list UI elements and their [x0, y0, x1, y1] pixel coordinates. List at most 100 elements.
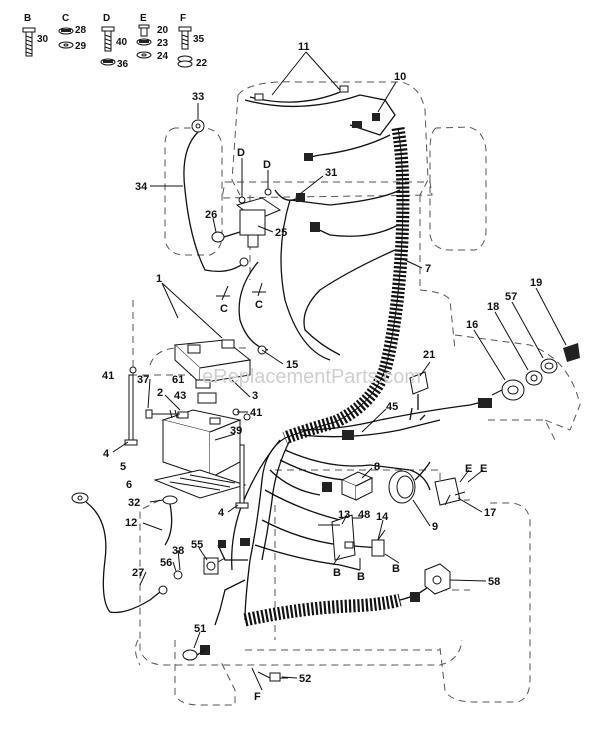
harness-loom-7	[282, 126, 410, 445]
switch-58	[424, 563, 451, 595]
hardware-ref-e: E	[465, 463, 472, 475]
hardware-ref-c: C	[255, 299, 263, 311]
hardware-ref-b: B	[392, 563, 400, 575]
callout-4-left: 4	[103, 448, 110, 460]
callout-25: 25	[275, 227, 287, 239]
callout-17: 17	[484, 507, 496, 519]
hardware-key-letter: D	[103, 13, 110, 24]
harness-loom-lower	[243, 593, 402, 627]
callout-41-right: 41	[250, 407, 262, 419]
part-number: 28	[75, 25, 87, 36]
connector-31	[274, 189, 305, 202]
nut-icon	[177, 55, 193, 68]
callout-labels: 11 10 33 34 26 25 31 1 15 7 37 2 61 43 3…	[102, 41, 542, 703]
callout-41-left: 41	[102, 370, 114, 382]
part-number: 22	[196, 58, 208, 69]
callout-16: 16	[466, 319, 478, 331]
solenoid-icon	[211, 170, 282, 301]
washer-icon	[58, 41, 74, 49]
part-number: 40	[116, 37, 128, 48]
relay-8	[340, 471, 374, 501]
hardware-key: B 30 C 28 29 D 40 36	[22, 13, 208, 70]
part-number: 23	[157, 38, 169, 49]
callout-18: 18	[487, 301, 499, 313]
callout-5: 5	[120, 461, 126, 473]
callout-61: 61	[172, 374, 184, 386]
callout-57: 57	[505, 291, 517, 303]
hardware-key-letter: E	[140, 13, 147, 24]
part-number: 24	[157, 51, 169, 62]
hour-meter-9	[388, 461, 431, 504]
key-19	[563, 343, 580, 362]
callout-8: 8	[374, 461, 380, 473]
battery-cable-27	[71, 492, 168, 614]
hardware-key-letter: B	[24, 13, 31, 24]
callout-27: 27	[132, 567, 144, 579]
terminal-43	[197, 392, 217, 404]
callout-43: 43	[174, 390, 186, 402]
bezel-57	[540, 358, 558, 374]
watermark: eReplacementParts.com	[202, 366, 421, 388]
nut-18	[525, 370, 543, 386]
callout-58: 58	[488, 576, 500, 588]
leader-lines	[112, 51, 567, 679]
connector-45	[342, 430, 354, 440]
clip-52	[251, 667, 288, 691]
hardware-ref-b: B	[333, 567, 341, 579]
hardware-ref-d: D	[263, 159, 271, 171]
callout-56: 56	[160, 557, 172, 569]
part-number: 35	[193, 34, 205, 45]
callout-55: 55	[191, 539, 203, 551]
washer-56	[173, 570, 183, 580]
cable-15	[238, 261, 269, 351]
hardware-key-letter: F	[180, 13, 186, 24]
callout-4-right: 4	[218, 507, 225, 519]
nut-icon	[58, 27, 74, 35]
callout-39: 39	[230, 425, 242, 437]
bolt-icon	[22, 27, 36, 57]
screw-icon	[178, 26, 192, 50]
callout-48: 48	[358, 509, 370, 521]
callout-45: 45	[386, 401, 398, 413]
part-number: 30	[37, 34, 49, 45]
callout-21: 21	[423, 349, 435, 361]
callout-6: 6	[126, 479, 132, 491]
callout-1: 1	[156, 273, 162, 285]
bolt-icon	[138, 24, 150, 37]
battery-hold-down	[173, 339, 252, 385]
callout-34: 34	[135, 181, 148, 193]
screw-icon	[101, 26, 115, 52]
cable-12	[162, 495, 178, 546]
ground-cable-34	[183, 119, 249, 273]
callout-26: 26	[205, 209, 217, 221]
hardware-ref-d: D	[237, 147, 245, 159]
callout-19: 19	[530, 277, 542, 289]
callout-11: 11	[298, 41, 310, 53]
hardware-ref-b: B	[357, 571, 365, 583]
hardware-ref-f: F	[254, 691, 261, 703]
bolt-37	[145, 409, 180, 419]
part-number: 29	[75, 41, 87, 52]
terminal-61	[195, 379, 211, 389]
nut-icon	[100, 58, 116, 66]
callout-2: 2	[157, 387, 163, 399]
hardware-ref-c: C	[220, 303, 228, 315]
callout-51: 51	[194, 623, 206, 635]
switch-21	[409, 371, 429, 410]
callout-37: 37	[137, 374, 149, 386]
key-switch-16	[491, 379, 525, 401]
hardware-key-letter: C	[62, 13, 69, 24]
callout-13: 13	[338, 509, 350, 521]
callout-52: 52	[299, 673, 311, 685]
washer-icon	[136, 51, 152, 59]
battery-tray	[153, 469, 247, 499]
fuse-holder-51	[182, 645, 210, 661]
callout-32: 32	[128, 497, 140, 509]
bracket-48	[318, 514, 356, 561]
callout-9: 9	[432, 521, 438, 533]
callout-14: 14	[376, 511, 389, 523]
callout-12: 12	[125, 517, 137, 529]
connector-icon	[352, 121, 362, 128]
callout-3: 3	[252, 390, 258, 402]
